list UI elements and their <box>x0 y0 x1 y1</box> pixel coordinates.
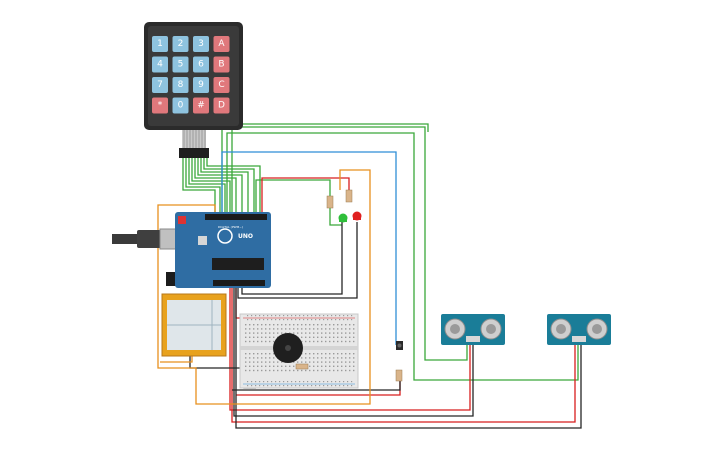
keypad-key-label: 1 <box>157 39 163 49</box>
keypad-key-7[interactable] <box>152 77 168 93</box>
wire-blue-button[interactable] <box>221 151 397 345</box>
keypad-key-0[interactable] <box>172 97 189 114</box>
resistor-breadboard <box>295 363 309 370</box>
keypad-key-label: 0 <box>178 101 184 111</box>
keypad-key-9[interactable] <box>193 77 209 93</box>
keypad-key-A[interactable] <box>213 36 230 52</box>
ultrasonic-sensor-2[interactable] <box>547 314 611 345</box>
digital-header <box>205 214 267 220</box>
wire-green-sensor1[interactable] <box>221 126 468 361</box>
wires <box>157 123 582 429</box>
wire-keypad-2[interactable] <box>185 158 221 215</box>
arduino-logo-text: UNO <box>238 233 253 240</box>
keypad-key-C[interactable] <box>213 77 230 93</box>
wire-keypad-3[interactable] <box>188 158 226 215</box>
keypad-key-label: # <box>197 101 205 111</box>
keypad-key-B[interactable] <box>213 56 230 73</box>
keypad-key-label: 2 <box>178 39 184 49</box>
usb-cable <box>112 234 142 244</box>
keypad-key-label: 6 <box>198 60 204 70</box>
reset-button[interactable] <box>178 216 186 224</box>
wire-black-sensor2[interactable] <box>235 288 582 429</box>
power-header <box>213 280 265 286</box>
keypad-key-label: * <box>158 101 163 111</box>
wire-green-sensor2[interactable] <box>226 132 579 381</box>
resistor-led-2 <box>345 189 353 203</box>
wire-keypad-6[interactable] <box>197 158 243 215</box>
wire-red-power-sensor2[interactable] <box>231 288 576 423</box>
resistor-button <box>395 369 403 382</box>
wire-keypad-5[interactable] <box>194 158 237 215</box>
keypad-key-1[interactable] <box>152 36 168 52</box>
push-button-group <box>395 341 403 382</box>
keypad-connector <box>179 148 209 158</box>
keypad-ribbon-wires <box>182 158 261 215</box>
ultrasonic-sensor-1[interactable] <box>441 314 505 345</box>
wire-red-power-sensor1[interactable] <box>229 288 471 411</box>
led-group <box>326 189 362 223</box>
lcd-panel <box>161 293 227 357</box>
wire-black-sensor1[interactable] <box>233 288 474 417</box>
keypad-key-label: 4 <box>157 60 163 70</box>
wire-black-gnd-leds[interactable] <box>237 222 358 299</box>
keypad-key-*[interactable] <box>152 97 168 114</box>
wire-keypad-9[interactable] <box>206 158 261 215</box>
wire-red-led[interactable] <box>261 177 350 215</box>
keypad-key-label: 9 <box>198 80 204 90</box>
keypad: 1 2 3 A 4 5 6 B 7 8 9 C * 0 # D <box>144 22 243 158</box>
keypad-key-#[interactable] <box>193 97 209 114</box>
keypad-key-5[interactable] <box>172 56 189 73</box>
keypad-key-label: 5 <box>178 60 184 70</box>
wire-keypad-1[interactable] <box>182 158 216 215</box>
keypad-key-2[interactable] <box>172 36 189 52</box>
wire-green-led[interactable] <box>255 179 342 226</box>
wire-keypad-4[interactable] <box>191 158 231 215</box>
resistor-led-1 <box>326 195 334 209</box>
keypad-key-D[interactable] <box>213 97 230 114</box>
keypad-key-8[interactable] <box>172 77 189 93</box>
keypad-key-label: B <box>218 60 224 70</box>
wire-orange-left[interactable] <box>157 169 371 405</box>
keypad-key-label: 8 <box>178 80 184 90</box>
keypad-key-label: 3 <box>198 39 204 49</box>
arduino-logo-icon <box>217 228 233 244</box>
keypad-key-label: C <box>218 80 224 90</box>
keypad-key-6[interactable] <box>193 56 209 73</box>
wire-keypad-8[interactable] <box>203 158 255 215</box>
keypad-key-label: D <box>218 101 225 111</box>
wire-black-lcd[interactable] <box>189 355 248 369</box>
keypad-key-4[interactable] <box>152 56 168 73</box>
keypad-key-label: 7 <box>157 80 163 90</box>
digital-header-label: DIGITAL (PWM~) <box>218 225 243 229</box>
keypad-key-label: A <box>218 39 225 49</box>
wire-green-top[interactable] <box>231 123 429 215</box>
atmega-chip <box>212 258 264 270</box>
wire-black-gnd-led2[interactable] <box>241 222 343 295</box>
arduino-pcb <box>175 212 271 288</box>
keypad-key-3[interactable] <box>193 36 209 52</box>
wire-orange-lcd[interactable] <box>160 355 193 363</box>
arduino-board[interactable]: UNO DIGITAL (PWM~) <box>112 212 271 288</box>
keypad-keys: 1 2 3 A 4 5 6 B 7 8 9 C * 0 # D <box>152 36 230 114</box>
keypad-connector-pins <box>182 130 206 148</box>
piezo-buzzer[interactable] <box>273 333 303 363</box>
wire-keypad-7[interactable] <box>200 158 249 215</box>
